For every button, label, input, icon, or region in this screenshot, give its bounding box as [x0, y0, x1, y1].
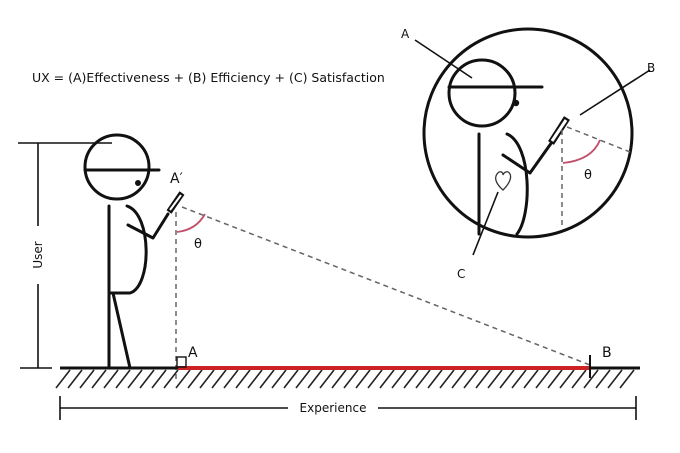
hatch-stroke: [595, 369, 611, 389]
hatch-stroke: [307, 369, 323, 389]
zoom-label-b: B: [647, 61, 655, 75]
hatch-stroke: [367, 369, 383, 389]
label-a-prime: A′: [170, 171, 183, 187]
hatch-stroke: [511, 369, 527, 389]
hatch-stroke: [451, 369, 467, 389]
hatch-stroke: [223, 369, 239, 389]
hatch-stroke: [439, 369, 455, 389]
hatch-stroke: [79, 369, 95, 389]
heart-icon: [495, 171, 512, 191]
sight-line: [181, 206, 591, 366]
hatch-stroke: [343, 369, 359, 389]
hatch-stroke: [391, 369, 407, 389]
user-dimension: User: [18, 142, 112, 369]
hatch-stroke: [319, 369, 335, 389]
hatch-stroke: [283, 369, 299, 389]
ground-hatching: [55, 369, 635, 389]
zoom-theta-label: θ: [584, 168, 592, 183]
hatch-stroke: [199, 369, 215, 389]
hatch-stroke: [115, 369, 131, 389]
head: [83, 133, 151, 201]
hatch-stroke: [463, 369, 479, 389]
hatch-stroke: [607, 369, 623, 389]
zoom-label-c: C: [457, 267, 465, 281]
hatch-stroke: [259, 369, 275, 389]
hatch-stroke: [235, 369, 251, 389]
hatch-stroke: [379, 369, 395, 389]
right-angle-marker: [176, 356, 187, 368]
experience-label: Experience: [300, 401, 367, 415]
hatch-stroke: [271, 369, 287, 389]
hatch-stroke: [403, 369, 419, 389]
hatch-stroke: [535, 369, 551, 389]
hatch-stroke: [499, 369, 515, 389]
hatch-stroke: [175, 369, 191, 389]
hatch-stroke: [163, 369, 179, 389]
user-label: User: [31, 241, 45, 268]
zoom-detail: [414, 27, 651, 256]
experience-dimension: Experience: [59, 396, 637, 420]
hatch-stroke: [355, 369, 371, 389]
hatch-stroke: [151, 369, 167, 389]
hatch-stroke: [331, 369, 347, 389]
hatch-stroke: [55, 369, 71, 389]
hatch-stroke: [547, 369, 563, 389]
hatch-stroke: [415, 369, 431, 389]
zoom-label-a: A: [401, 27, 410, 41]
hatch-stroke: [187, 369, 203, 389]
hatch-stroke: [571, 369, 587, 389]
hatch-stroke: [559, 369, 575, 389]
hatch-stroke: [91, 369, 107, 389]
theta-label: θ: [194, 237, 202, 252]
hatch-stroke: [487, 369, 503, 389]
hatch-stroke: [247, 369, 263, 389]
hatch-stroke: [211, 369, 227, 389]
user-figure: [83, 133, 185, 370]
hatch-stroke: [427, 369, 443, 389]
label-a: A: [188, 345, 198, 361]
ux-formula: UX = (A)Effectiveness + (B) Efficiency +…: [32, 70, 385, 85]
label-b: B: [602, 345, 612, 361]
hatch-stroke: [475, 369, 491, 389]
hatch-stroke: [619, 369, 635, 389]
hatch-stroke: [295, 369, 311, 389]
hatch-stroke: [583, 369, 599, 389]
eye: [135, 180, 141, 186]
angle-arc: [176, 213, 206, 233]
hatch-stroke: [523, 369, 539, 389]
hatch-stroke: [67, 369, 83, 389]
zoom-circle: [422, 27, 634, 239]
hatch-stroke: [127, 369, 143, 389]
hatch-stroke: [139, 369, 155, 389]
hatch-stroke: [103, 369, 119, 389]
